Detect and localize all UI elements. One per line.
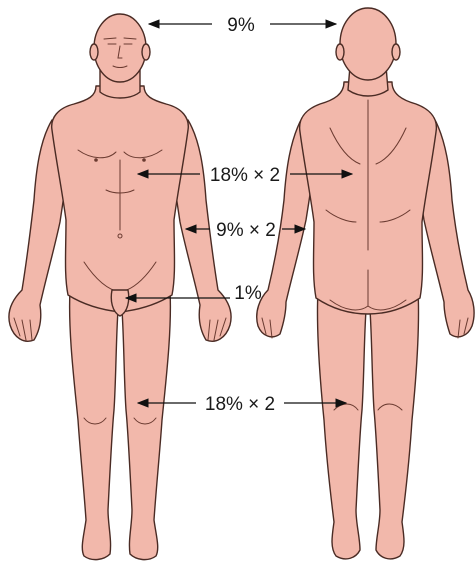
front-left-leg: [70, 290, 118, 560]
head-label: 9%: [227, 15, 255, 36]
back-figure: [257, 8, 474, 559]
back-ear-left: [336, 44, 344, 60]
legs-annotation: 18% × 2: [138, 394, 346, 415]
perineum-label: 1%: [234, 283, 262, 304]
back-left-leg: [317, 290, 366, 559]
front-nipple-right: [142, 158, 146, 162]
front-figure: [9, 14, 231, 560]
back-right-leg: [370, 290, 419, 559]
front-nipple-left: [94, 158, 98, 162]
front-ear-right: [142, 44, 150, 60]
trunk-label: 18% × 2: [210, 165, 280, 186]
front-right-leg: [122, 290, 170, 560]
arms-label: 9% × 2: [216, 220, 276, 241]
front-ear-left: [90, 44, 98, 60]
back-head: [340, 8, 396, 80]
legs-label: 18% × 2: [205, 394, 275, 415]
back-ear-right: [392, 44, 400, 60]
head-annotation: 9%: [149, 15, 336, 36]
